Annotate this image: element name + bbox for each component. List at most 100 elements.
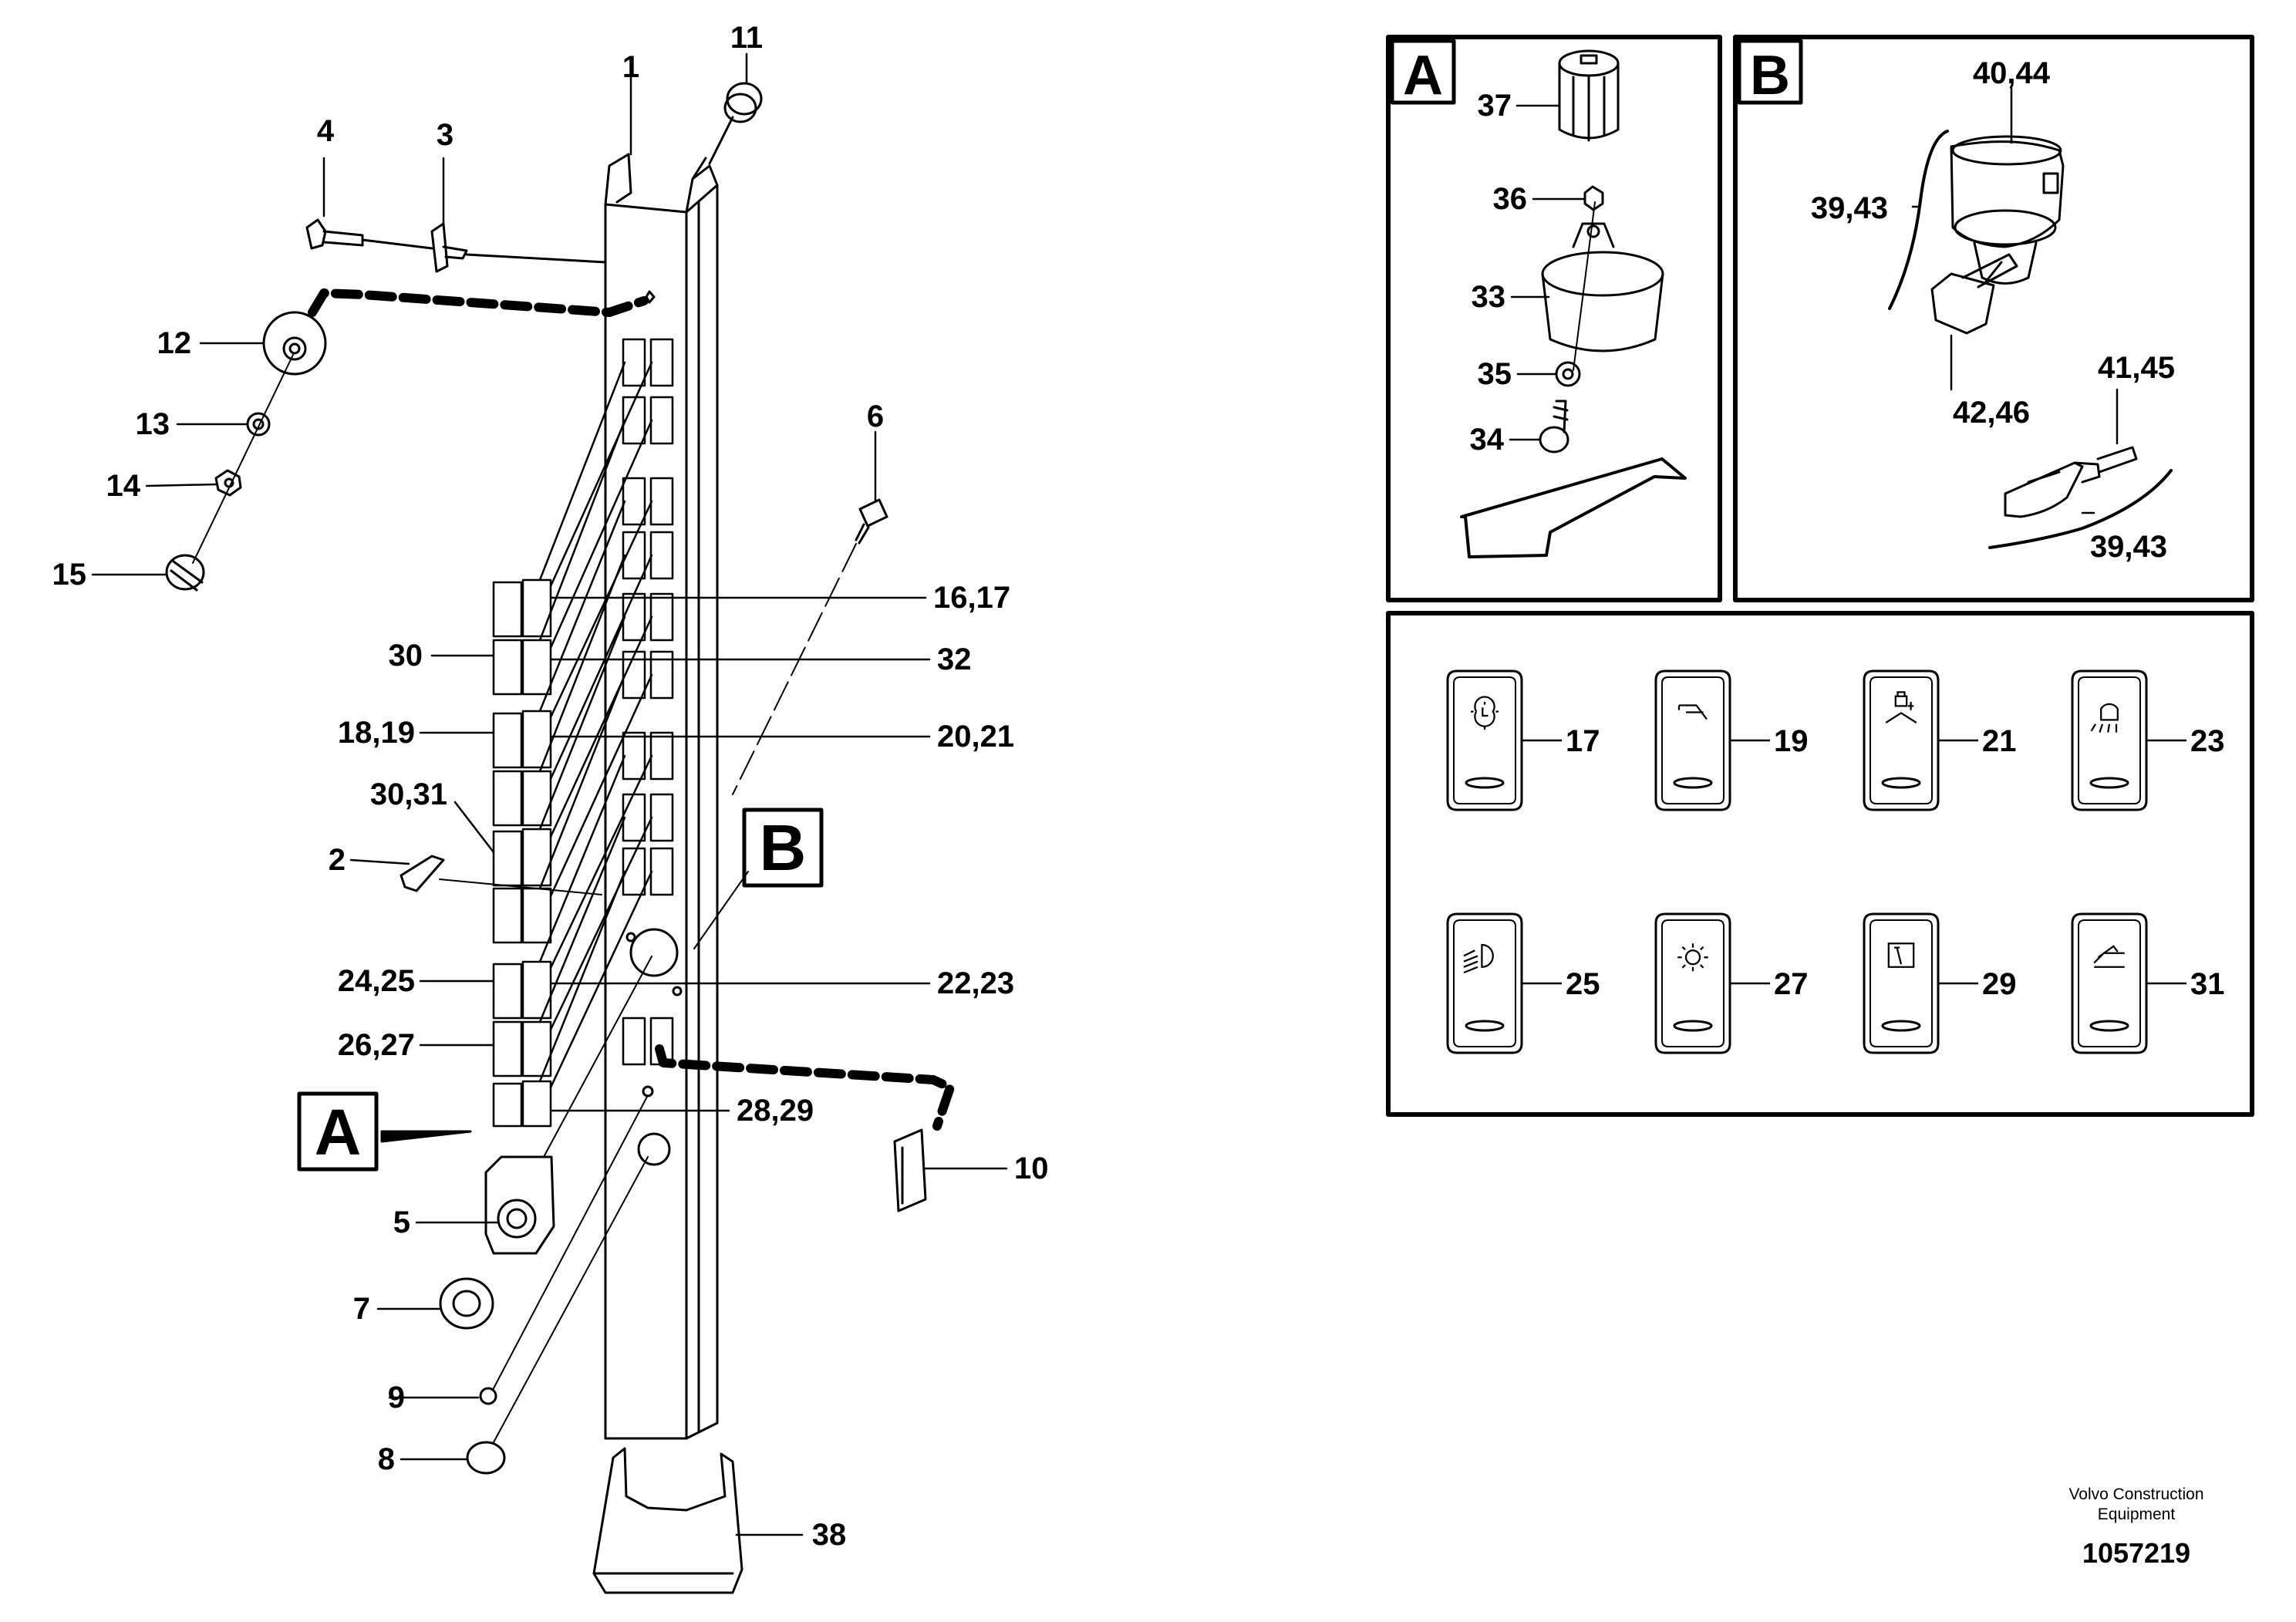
view-label-a: A	[315, 1096, 362, 1168]
switch-callout-29: 29	[1982, 967, 2017, 1001]
part-2-plug	[400, 855, 602, 895]
rocker-switch-indicator	[2089, 1020, 2129, 1032]
part-9-plug	[479, 1094, 649, 1405]
console-column	[604, 153, 719, 1440]
detail-a-leaders	[1509, 104, 1586, 441]
callout-38: 38	[812, 1518, 847, 1552]
head-light-icon	[1463, 943, 1494, 974]
part-42-46-key	[1930, 253, 2018, 335]
switch-callout-19: 19	[1774, 724, 1809, 758]
switch-callout-17: 17	[1566, 724, 1600, 758]
drawing-number: 1057219	[2082, 1537, 2191, 1569]
rocker-switch-23: 23	[2071, 669, 2225, 811]
part-34-screw	[1539, 400, 1569, 454]
callout-10: 10	[1014, 1152, 1049, 1185]
rocker-switch-body	[1863, 912, 1940, 1054]
rocker-switch-indicator	[1881, 777, 1921, 789]
callout-33: 33	[1472, 280, 1506, 314]
callout-35: 35	[1478, 357, 1512, 391]
callout-3: 3	[437, 118, 453, 152]
rocker-switch-inner	[1870, 676, 1933, 804]
view-marker-a	[297, 1091, 379, 1172]
rocker-switch-body	[1654, 669, 1731, 811]
callout-9: 9	[388, 1381, 405, 1415]
rear-wiper-icon	[1887, 943, 1915, 968]
callout-18-19: 18,19	[338, 716, 415, 750]
part-3-clip	[430, 222, 607, 273]
part-5-switch	[484, 1155, 555, 1255]
switch-panel-frame	[1386, 611, 2254, 1117]
rocker-switch-indicator	[1881, 1020, 1921, 1032]
detail-a-label-box	[1390, 39, 1456, 105]
rocker-switch-inner	[1453, 676, 1516, 804]
ramp-icon	[1677, 704, 1708, 720]
part-14-nut	[214, 469, 242, 497]
rocker-switch-body	[1446, 912, 1523, 1054]
sun-lamp-icon	[1677, 943, 1708, 972]
callout-40-44: 40,44	[1973, 56, 2051, 90]
part-11-cap	[708, 82, 763, 165]
part-35-washer	[1555, 361, 1581, 387]
rocker-switch-19: 19	[1654, 669, 1809, 811]
switch-callout-23: 23	[2190, 724, 2225, 758]
float-icon	[2093, 945, 2125, 968]
callout-5: 5	[393, 1206, 410, 1239]
rocker-switch-body	[1863, 669, 1940, 811]
callout-20-21: 20,21	[937, 720, 1014, 754]
lock-person-icon	[1885, 691, 1917, 723]
view-arrow-a	[380, 1130, 472, 1143]
part-37-cap	[1558, 49, 1620, 142]
rocker-switch-body	[2071, 912, 2148, 1054]
pointer-b	[693, 871, 749, 949]
callout-15: 15	[52, 558, 87, 592]
callout-26-27: 26,27	[338, 1028, 415, 1062]
leader-lines	[91, 52, 1008, 1536]
assembly-line-a	[1573, 201, 1596, 371]
switch-callout-27: 27	[1774, 967, 1809, 1001]
callout-28-29: 28,29	[737, 1094, 814, 1128]
part-38-cover	[592, 1447, 743, 1594]
company-name-line-2: Equipment	[2097, 1506, 2176, 1523]
detail-b-label: B	[1750, 45, 1790, 106]
detail-a-arrow	[1460, 457, 1687, 558]
callout-13: 13	[136, 407, 170, 441]
part-33-cup	[1541, 222, 1664, 352]
rocker-switch-inner	[2078, 919, 2141, 1047]
callout-11: 11	[730, 21, 763, 55]
rocker-switch-stack	[492, 361, 653, 1128]
callout-1: 1	[622, 50, 639, 84]
gear-sun-icon	[1470, 696, 1499, 730]
callout-37: 37	[1478, 89, 1512, 123]
rocker-switch-29: 29	[1863, 912, 2017, 1054]
detail-b-label-box	[1737, 39, 1803, 105]
rocker-switch-inner	[1870, 919, 1933, 1047]
rocker-switch-indicator	[1465, 777, 1505, 789]
callout-8: 8	[378, 1442, 395, 1476]
view-marker-b	[742, 808, 824, 888]
rocker-switch-body	[1654, 912, 1731, 1054]
company-name-line-1: Volvo Construction	[2068, 1485, 2204, 1503]
rocker-switch-indicator	[2089, 777, 2129, 789]
callout-16-17: 16,17	[933, 581, 1010, 615]
callout-24-25: 24,25	[338, 964, 415, 998]
callout-4: 4	[317, 114, 335, 148]
rocker-switch-body	[2071, 669, 2148, 811]
brace-39-43-bottom	[1988, 469, 2173, 549]
rocker-switch-inner	[1661, 919, 1725, 1047]
callout-30a: 30	[389, 639, 423, 673]
switch-callout-25: 25	[1566, 967, 1600, 1001]
rocker-switch-inner	[2078, 676, 2141, 804]
cable-dashed-upper	[308, 288, 649, 317]
part-15-knob	[165, 554, 205, 592]
part-4-bolt	[305, 218, 433, 250]
rocker-switch-25: 25	[1446, 912, 1600, 1054]
work-light-icon	[2090, 703, 2119, 733]
callout-12: 12	[157, 326, 192, 360]
rocker-switch-indicator	[1673, 777, 1713, 789]
part-40-44-ignition-switch	[1950, 135, 2065, 285]
assembly-line-12-15	[192, 354, 294, 564]
callout-34: 34	[1470, 423, 1505, 457]
detail-a-label: A	[1403, 45, 1443, 106]
